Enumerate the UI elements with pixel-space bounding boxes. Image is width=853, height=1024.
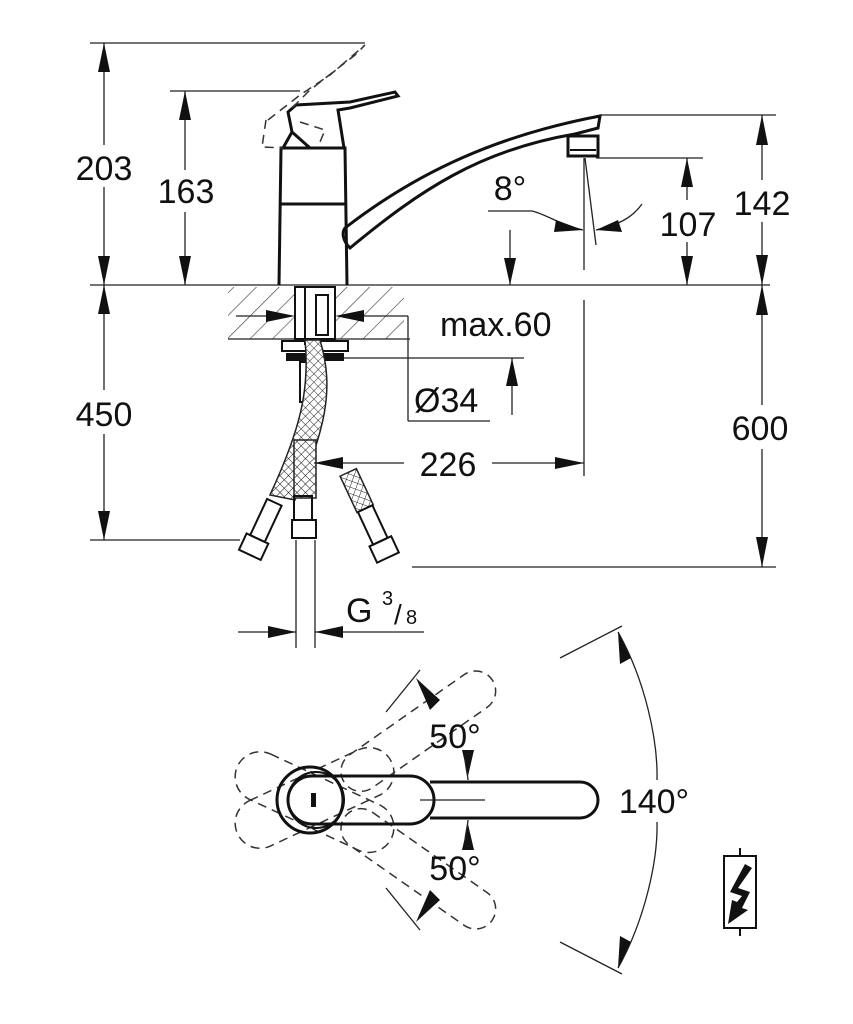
dim-142: 142	[600, 114, 800, 285]
dim-label-thread-num: 3	[382, 588, 393, 610]
dim-label-50deg-bottom: 50°	[429, 850, 480, 888]
dim-50deg-left: 50°	[385, 669, 481, 781]
dim-label-max60: max.60	[440, 306, 552, 344]
dim-angle-8: 8°	[488, 157, 643, 285]
lever-raised-outline	[261, 44, 366, 149]
dim-label-600: 600	[732, 410, 789, 448]
dim-107: 107	[596, 157, 726, 285]
dim-226: 226	[314, 300, 585, 484]
top-view	[234, 670, 600, 930]
dim-label-450: 450	[76, 396, 133, 434]
spout	[341, 114, 602, 251]
dim-label-203: 203	[76, 150, 133, 188]
dim-label-163: 163	[158, 173, 215, 211]
dim-max60: max.60	[236, 306, 552, 422]
dim-50deg-right: 50°	[385, 819, 481, 931]
dim-600: 600	[412, 285, 802, 568]
dim-label-thread-den: 8	[406, 607, 417, 629]
dim-thread: G 3 / 8	[238, 540, 424, 648]
dim-label-226: 226	[420, 446, 477, 484]
dim-label-140deg: 140°	[619, 783, 689, 821]
countertop-section	[228, 287, 410, 340]
dim-diameter-34: Ø34	[344, 357, 524, 420]
faucet-body	[277, 90, 401, 286]
dim-label-142: 142	[734, 185, 791, 223]
dim-label-thread-slash: /	[394, 599, 402, 630]
dim-203: 203	[66, 42, 365, 285]
dim-label-thread-g: G	[346, 592, 372, 630]
dim-label-50deg-top: 50°	[429, 718, 480, 756]
dim-163: 163	[148, 90, 300, 285]
dim-450: 450	[64, 285, 240, 541]
dim-label-107: 107	[660, 206, 717, 244]
dim-label-diameter: Ø34	[414, 382, 478, 420]
high-pressure-icon	[723, 848, 757, 936]
supply-hoses	[237, 339, 401, 564]
dim-label-8deg: 8°	[494, 170, 527, 208]
dim-140deg: 140°	[559, 625, 689, 975]
